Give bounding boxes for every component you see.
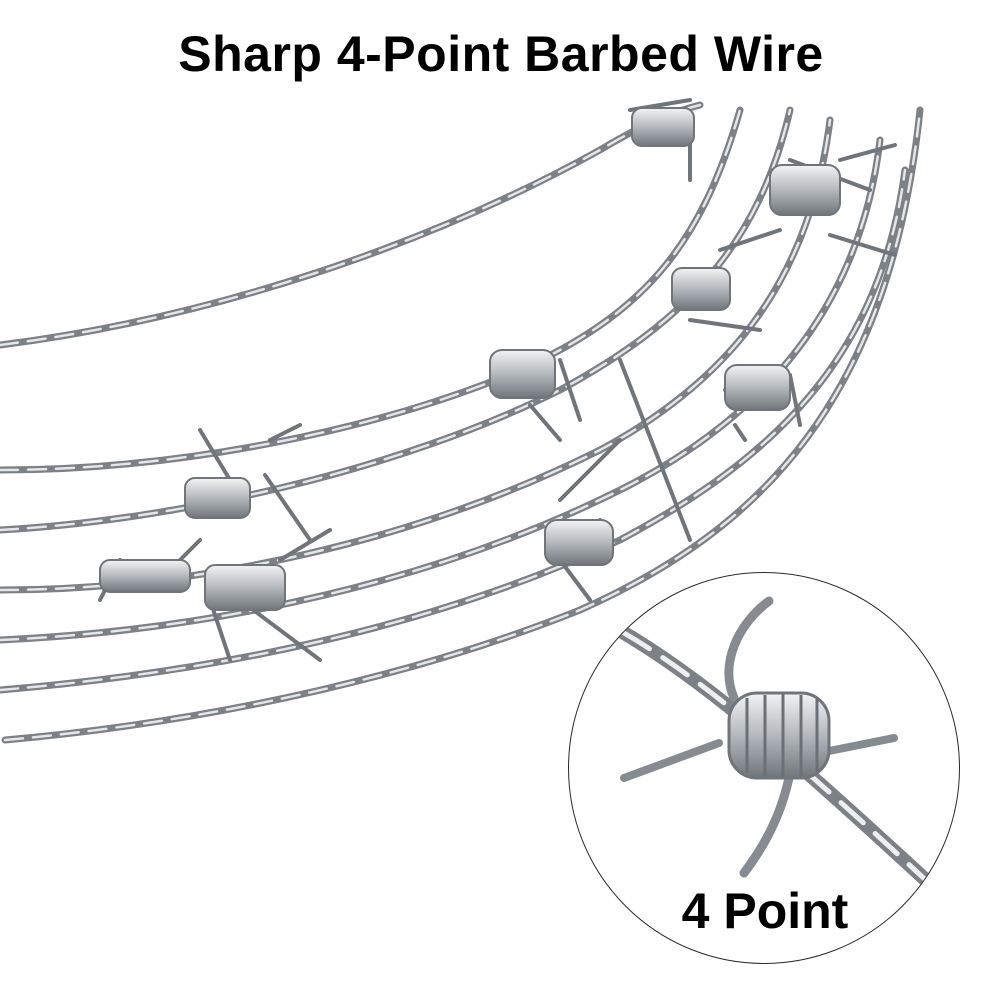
four-point-barb-closeup bbox=[617, 596, 936, 890]
wire-strand bbox=[0, 106, 744, 474]
wire-strand bbox=[0, 101, 704, 349]
barb-closeup-inset: 4 Point bbox=[568, 572, 960, 964]
barb bbox=[178, 423, 312, 562]
page-title: Sharp 4-Point Barbed Wire bbox=[178, 26, 824, 82]
inset-label: 4 Point bbox=[681, 883, 849, 939]
